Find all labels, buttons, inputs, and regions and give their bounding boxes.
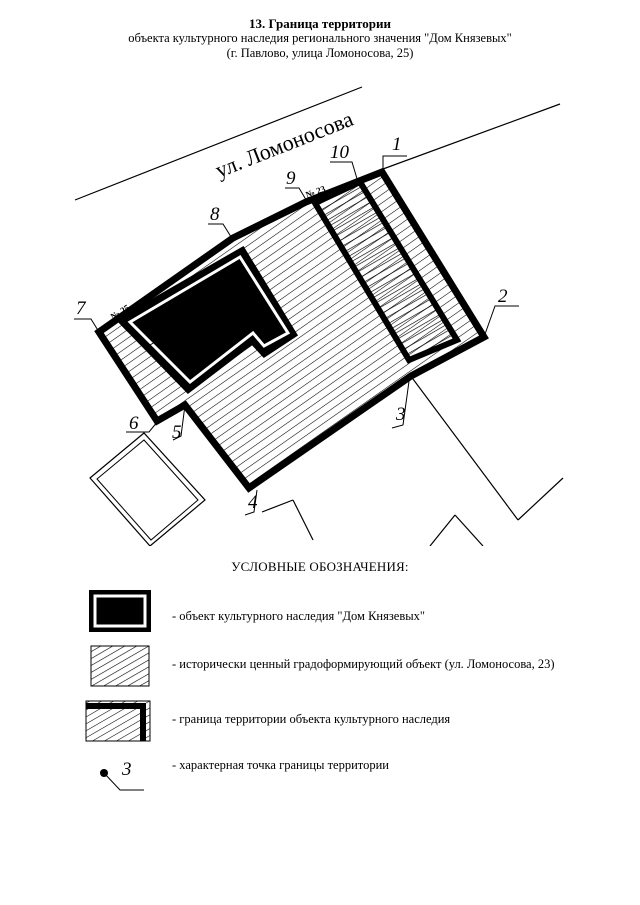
legend-item-historic-object: - исторически ценный градоформирующий об… [172,657,555,671]
point-8: 8 [210,204,220,225]
point-2: 2 [498,286,508,307]
context-line [517,477,564,521]
point-3: 3 [395,404,406,425]
context-line [409,374,519,521]
page-title: 13. Граница территории [249,16,391,31]
inner-line [149,317,196,346]
page-subtitle-line2: (г. Павлово, улица Ломоносова, 25) [226,46,414,60]
point-6: 6 [129,413,139,434]
point-9: 9 [286,168,296,189]
legend-point-number: 3 [121,759,132,780]
page-subtitle-line1: объекта культурного наследия регионально… [128,31,512,45]
point-leaders [74,155,519,516]
context-line [454,514,484,546]
document-header: 13. Граница территории объекта культурно… [0,16,640,61]
neighbour-building [89,432,206,546]
point-7: 7 [76,298,87,319]
street-edge-line [74,86,363,201]
context-line [261,499,294,513]
point-5: 5 [172,422,182,443]
point-1: 1 [392,134,402,155]
point-10: 10 [330,142,350,163]
legend-symbol-heritage [89,590,151,632]
neighbour-building-inner [96,439,199,541]
context-line [382,103,561,170]
heritage-object-inner-outline [127,254,291,384]
inner-line [179,271,226,301]
legend-item-point: - характерная точка границы территории [172,758,389,772]
legend-item-heritage: - объект культурного наследия "Дом Князе… [172,609,426,623]
legend-heading: УСЛОВНЫЕ ОБОЗНАЧЕНИЯ: [231,559,409,574]
context-line [292,499,314,541]
legend-symbol-point: 3 [100,759,144,791]
context-line [429,514,456,546]
legend-symbol-historic-object [90,645,150,687]
point-4: 4 [248,492,258,513]
legend-item-boundary: - граница территории объекта культурного… [172,712,451,726]
territory-boundary-map: ул. Ломоносова № 23 № 25 1 2 3 4 5 6 7 8… [74,86,564,546]
territory-boundary-line [94,167,489,493]
legend-symbol-boundary [85,700,151,742]
